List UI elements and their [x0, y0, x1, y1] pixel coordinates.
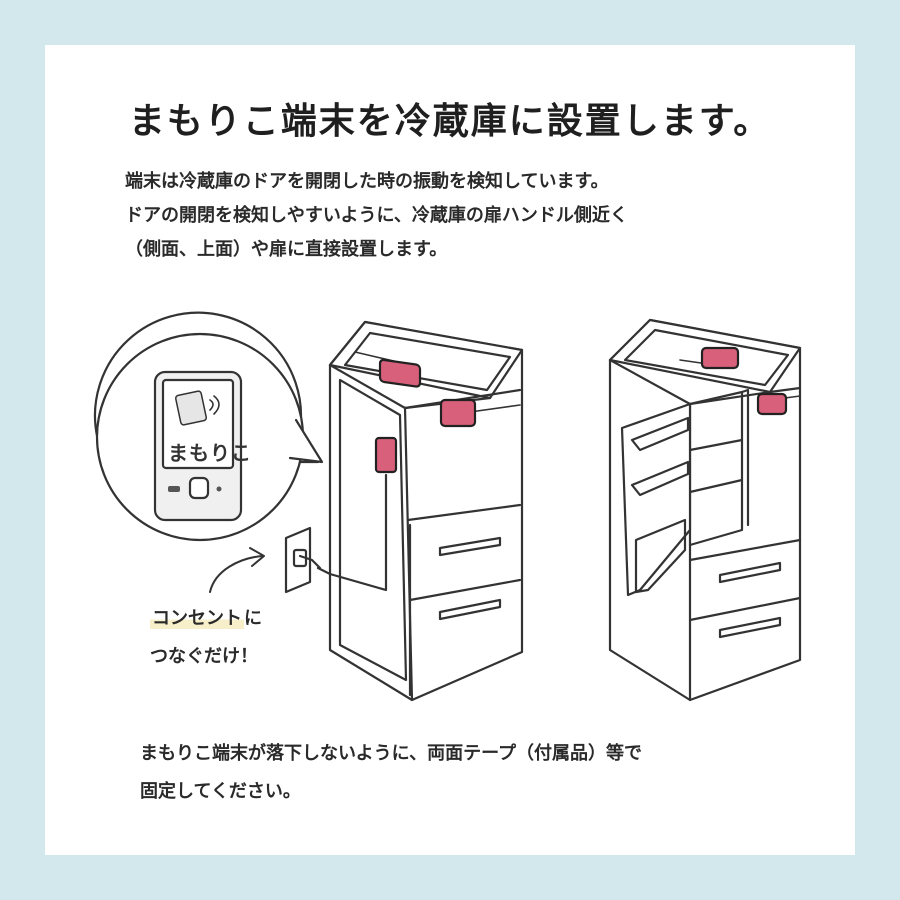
arrow-icon: [209, 555, 263, 593]
fridge-left: [316, 320, 524, 702]
smartphone-icon: [153, 370, 243, 522]
lead-line: （側面、上面）や扉に直接設置します。: [125, 239, 448, 260]
lead-text: 端末は冷蔵庫のドアを開閉した時の振動を検知しています。 ドアの開閉を検知しやすい…: [125, 165, 785, 267]
page-title: まもりこ端末を冷蔵庫に設置します。: [128, 101, 772, 142]
wifi-icon: [209, 395, 220, 415]
note-text: まもりこ端末が落下しないように、両面テープ（付属品）等で 固定してください。: [140, 735, 820, 811]
fridge-right: [608, 318, 802, 702]
note-line: まもりこ端末が落下しないように、両面テープ（付属品）等で: [140, 743, 643, 764]
lead-line: 端末は冷蔵庫のドアを開閉した時の振動を検知しています。: [125, 171, 609, 192]
callout-text: つなぐだけ！: [150, 646, 258, 667]
plug-icon: [284, 526, 322, 594]
callout-highlight: コンセント: [150, 608, 244, 629]
callout-text: に: [244, 608, 262, 629]
lead-line: ドアの開閉を検知しやすいように、冷蔵庫の扉ハンドル側近く: [125, 205, 628, 226]
outlet-callout: コンセントに つなぐだけ！: [150, 600, 262, 676]
device-label: まもりこ: [168, 441, 252, 465]
note-line: 固定してください。: [140, 781, 301, 802]
